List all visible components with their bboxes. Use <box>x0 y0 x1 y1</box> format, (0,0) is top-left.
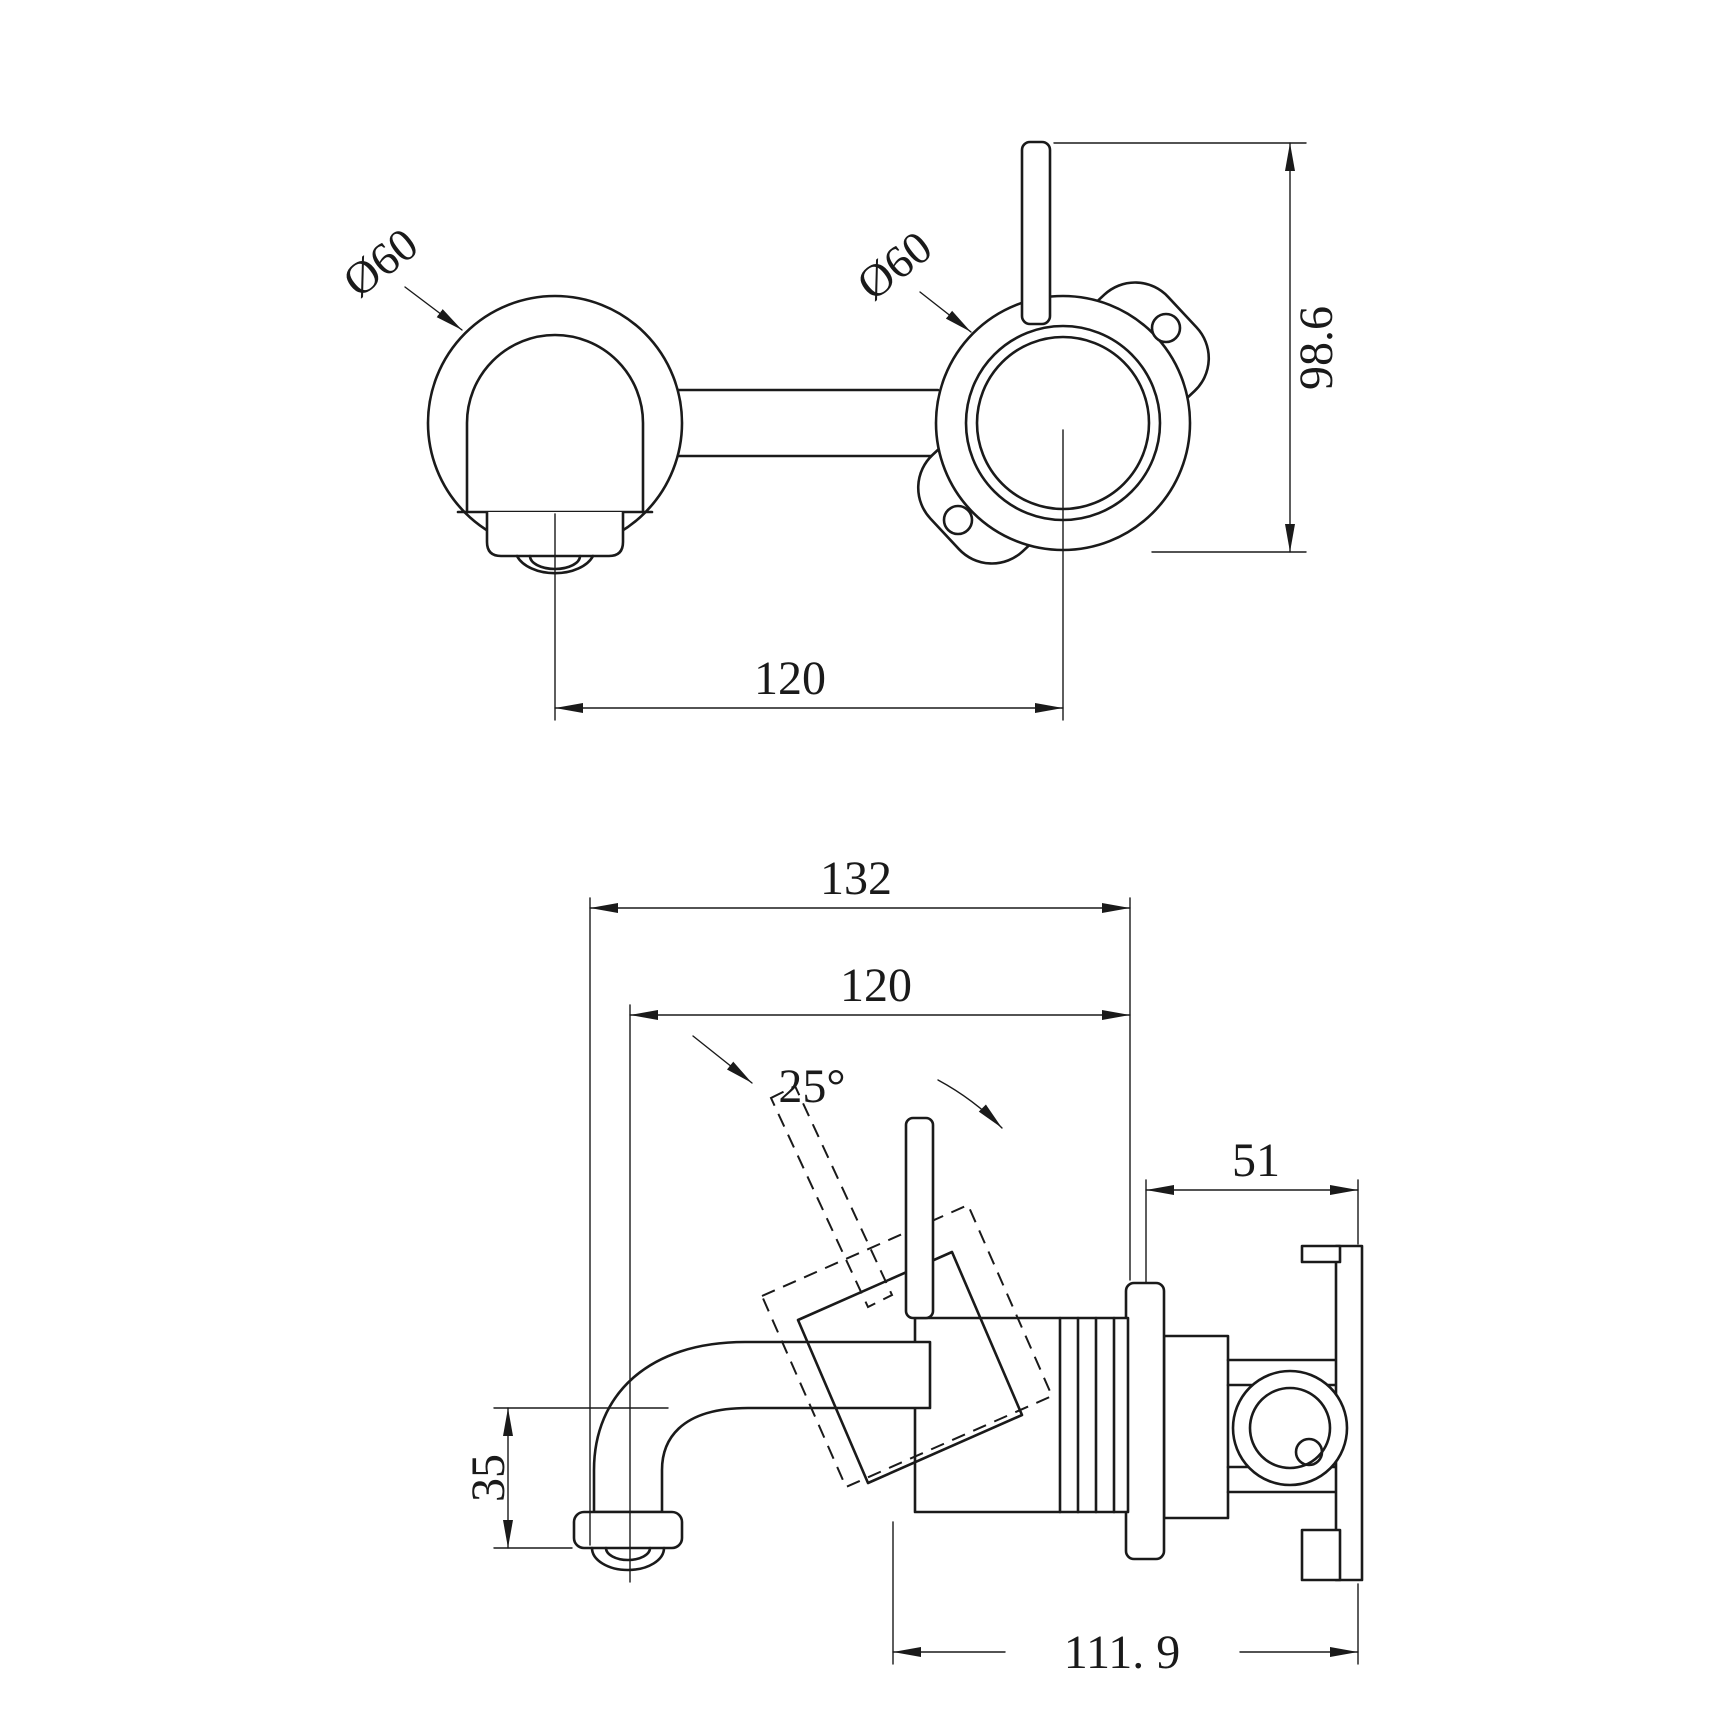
dimension-label-rear-depth: 51 <box>1232 1134 1280 1187</box>
side-dimensions: 132 120 25° 51 35 111. 9 <box>462 852 1359 1679</box>
handle-lever-side <box>904 1116 935 1320</box>
mixer-body-side <box>913 1316 1130 1514</box>
valve-rear-section <box>1162 1334 1230 1520</box>
dimension-label-height: 98.6 <box>1290 306 1343 390</box>
mixer-escutcheon <box>934 294 1192 552</box>
dimension-label-spout-drop: 35 <box>462 1454 515 1502</box>
wall-flange-side <box>1124 1281 1166 1561</box>
dimension-label-centre-distance: 120 <box>754 652 826 705</box>
plate-screw-hole-top <box>1150 312 1182 344</box>
side-view: 132 120 25° 51 35 111. 9 <box>462 852 1364 1679</box>
spout-tube <box>592 1340 932 1514</box>
diameter-label-mixer: Ø60 <box>847 221 941 310</box>
connecting-bar <box>676 388 940 458</box>
handle-lever-tilted-dashed <box>769 1084 894 1309</box>
plate-screw-hole-bottom <box>942 504 974 536</box>
spout-tip-side <box>572 1510 684 1550</box>
handle-base-dashed <box>760 1203 1054 1489</box>
handle-lever-front <box>1020 140 1052 326</box>
in-wall-body <box>1162 1244 1364 1582</box>
aerator-side <box>590 1546 666 1572</box>
dimension-label-handle-angle: 25° <box>778 1060 845 1113</box>
dimension-label-body-length: 111. 9 <box>1064 1626 1180 1679</box>
angle-arc-25 <box>937 1079 1003 1129</box>
spout-front <box>456 333 654 575</box>
spout-side <box>572 1340 932 1572</box>
handle-base-cone <box>796 1250 1024 1485</box>
dimension-label-overall-reach: 132 <box>820 852 892 905</box>
front-view: 98.6 120 Ø60 Ø60 <box>333 140 1343 721</box>
dimension-label-spout-reach: 120 <box>840 959 912 1012</box>
inlet-screw <box>1294 1437 1324 1467</box>
